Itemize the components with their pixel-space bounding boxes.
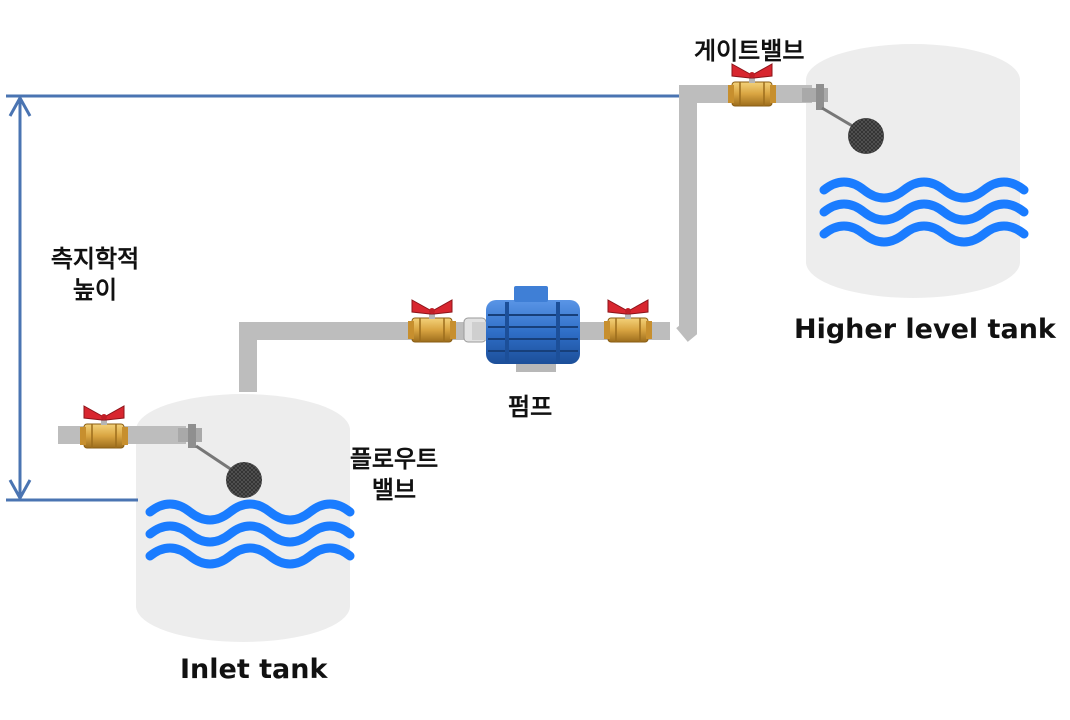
pipeline bbox=[58, 85, 812, 444]
static-head-label-line2: 높이 bbox=[72, 276, 118, 304]
valve-icon bbox=[603, 299, 653, 343]
static-head-label-line1: 측지학적 bbox=[50, 245, 140, 273]
pump-icon bbox=[463, 286, 580, 372]
inlet-tank bbox=[136, 394, 350, 642]
pump-label: 펌프 bbox=[508, 393, 553, 421]
inlet-tank-label: Inlet tank bbox=[180, 654, 328, 685]
static-head-dimension bbox=[6, 94, 680, 502]
static-head-label: 측지학적 높이 bbox=[40, 244, 150, 306]
gate-valve-label: 게이트밸브 bbox=[694, 37, 805, 65]
float-ball-icon bbox=[848, 118, 884, 154]
higher-float-valve bbox=[802, 84, 884, 154]
gate-valve-icon bbox=[727, 63, 777, 107]
float-valve-label-line1: 플로우트 bbox=[349, 445, 439, 473]
valve-icon bbox=[407, 299, 457, 343]
float-valve-label: 플로우트 밸브 bbox=[336, 444, 452, 506]
valve-icon bbox=[79, 405, 129, 449]
inlet-float-valve bbox=[178, 424, 262, 498]
float-valve-label-line2: 밸브 bbox=[371, 476, 417, 504]
higher-level-tank bbox=[806, 44, 1020, 298]
higher-tank-label: Higher level tank bbox=[794, 314, 1056, 345]
float-ball-icon bbox=[226, 462, 262, 498]
